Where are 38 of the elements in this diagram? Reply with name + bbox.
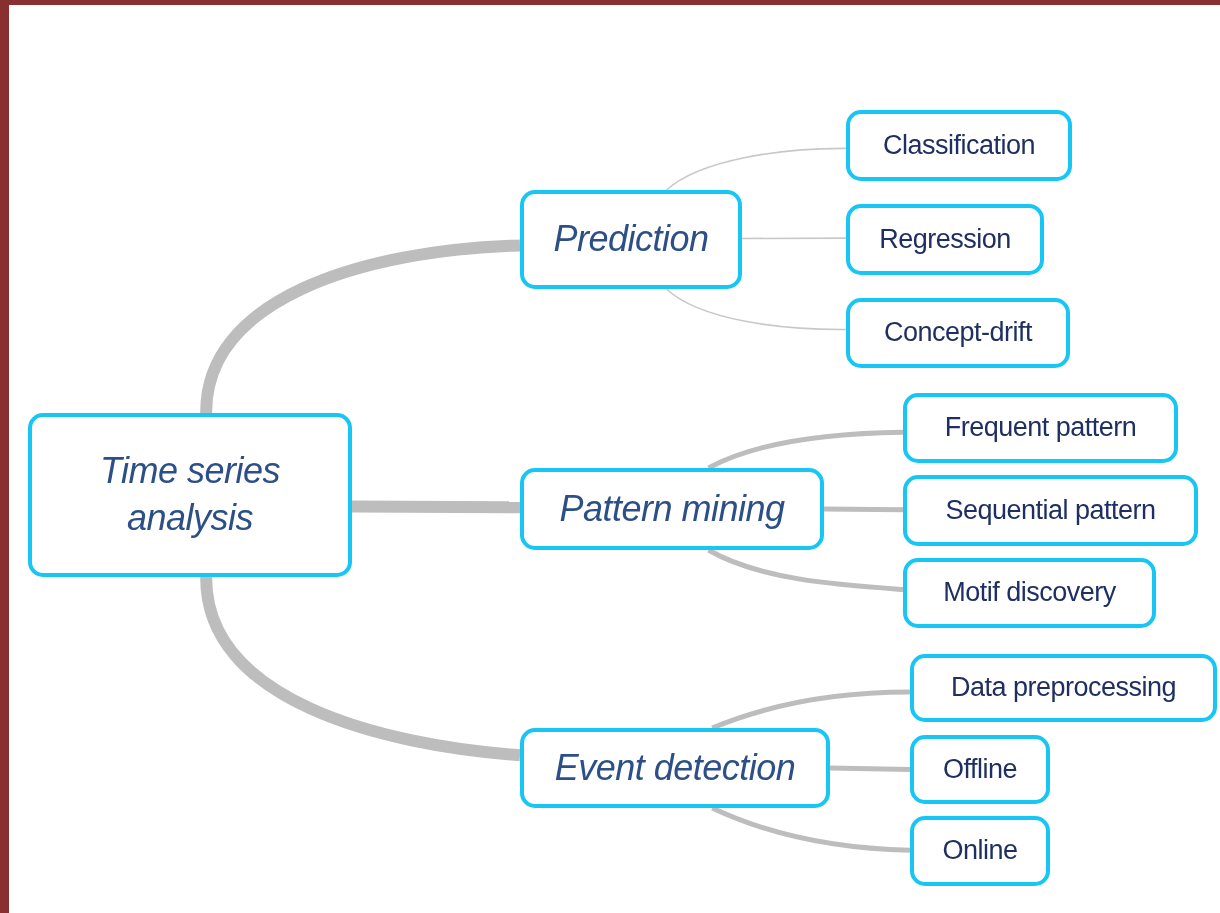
connector-line: [200, 576, 521, 762]
topic-label: Online: [942, 834, 1018, 868]
connector-line: [200, 239, 521, 414]
topic-label: Frequent pattern: [944, 411, 1137, 445]
connector-line: [829, 765, 911, 772]
topic-box: [903, 393, 1178, 463]
topic-box: [910, 816, 1050, 886]
topic-box: [903, 558, 1156, 628]
topic-box: [520, 190, 742, 289]
topic-label: Regression: [879, 222, 1011, 256]
topic-label: Classification: [882, 128, 1036, 162]
topic-label: Motif discovery: [943, 576, 1116, 610]
topic-box: [846, 110, 1072, 181]
connector-line: [741, 237, 847, 240]
topic-box: [28, 413, 352, 577]
connector-line: [707, 547, 904, 592]
topic-box: [846, 298, 1070, 368]
topic-label: Pattern mining: [559, 486, 785, 531]
topic-box: [520, 728, 830, 808]
topic-label: Time series analysis: [98, 449, 282, 540]
connector-line: [711, 805, 911, 853]
topic-label: Data preprocessing: [950, 671, 1177, 705]
topic-box: [520, 468, 824, 550]
topic-box: [910, 735, 1050, 804]
topic-label: Offline: [942, 752, 1017, 786]
topic-label: Concept-drift: [883, 316, 1033, 350]
connector-line: [351, 500, 521, 514]
connector-line: [711, 689, 911, 731]
topic-label: Event detection: [554, 745, 796, 790]
connector-line: [665, 147, 847, 191]
connector-line: [665, 288, 847, 331]
topic-box: [910, 654, 1217, 722]
connector-line: [823, 506, 904, 513]
topic-label: Prediction: [553, 217, 709, 262]
topic-label: Sequential pattern: [945, 493, 1156, 527]
topic-box: [846, 204, 1044, 275]
topic-box: [903, 475, 1198, 546]
connector-line: [707, 429, 904, 471]
